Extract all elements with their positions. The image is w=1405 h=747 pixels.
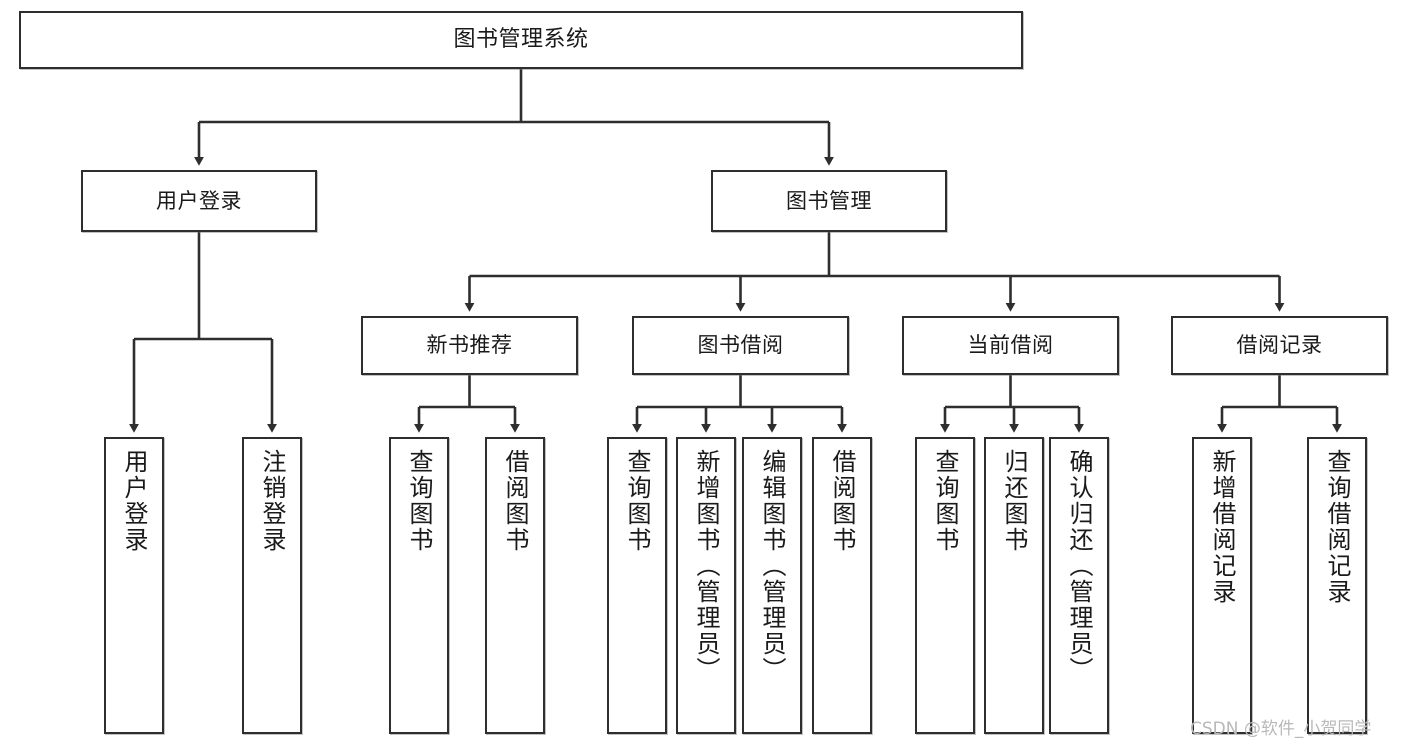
node-leaf-confirm-return-admin[interactable]: 确认归还（管理员） — [1049, 437, 1109, 734]
node-borrow-record-label: 借阅记录 — [1236, 333, 1323, 358]
node-book-borrow-label: 图书借阅 — [697, 333, 784, 358]
node-leaf-borrow-book-label: 借阅图书 — [828, 449, 856, 553]
node-leaf-logout-login[interactable]: 注销登录 — [242, 437, 302, 734]
node-leaf-borrow-book[interactable]: 借阅图书 — [812, 437, 872, 734]
node-user-login[interactable]: 用户登录 — [81, 170, 317, 232]
node-leaf-add-borrow-record[interactable]: 新增借阅记录 — [1192, 437, 1252, 734]
node-new-book-recommend-label: 新书推荐 — [426, 333, 513, 358]
node-new-book-recommend[interactable]: 新书推荐 — [361, 316, 578, 375]
node-leaf-edit-book-admin[interactable]: 编辑图书（管理员） — [742, 437, 802, 734]
node-leaf-add-borrow-record-label: 新增借阅记录 — [1208, 449, 1236, 605]
node-leaf-return-book[interactable]: 归还图书 — [984, 437, 1044, 734]
node-book-management-label: 图书管理 — [786, 188, 872, 213]
watermark: CSDN @软件_小贺同学 — [1190, 719, 1372, 739]
node-leaf-user-login-label: 用户登录 — [120, 449, 148, 553]
node-leaf-query-book-recommend-label: 查询图书 — [405, 449, 433, 553]
node-leaf-query-borrow-record-label: 查询借阅记录 — [1323, 449, 1351, 605]
node-book-borrow[interactable]: 图书借阅 — [632, 316, 849, 375]
node-current-borrow[interactable]: 当前借阅 — [902, 316, 1119, 375]
node-leaf-query-borrow-record[interactable]: 查询借阅记录 — [1307, 437, 1367, 734]
node-current-borrow-label: 当前借阅 — [967, 333, 1054, 358]
node-leaf-query-book-current[interactable]: 查询图书 — [915, 437, 975, 734]
node-leaf-query-book-current-label: 查询图书 — [931, 449, 959, 553]
node-leaf-add-book-admin[interactable]: 新增图书（管理员） — [676, 437, 736, 734]
node-leaf-borrow-book-recommend[interactable]: 借阅图书 — [485, 437, 545, 734]
node-leaf-edit-book-admin-label: 编辑图书（管理员） — [758, 449, 786, 683]
node-user-login-label: 用户登录 — [156, 188, 242, 213]
node-borrow-record[interactable]: 借阅记录 — [1171, 316, 1388, 375]
node-root-label: 图书管理系统 — [453, 27, 589, 53]
node-leaf-query-book-borrow[interactable]: 查询图书 — [607, 437, 667, 734]
node-leaf-query-book-recommend[interactable]: 查询图书 — [389, 437, 449, 734]
node-leaf-query-book-borrow-label: 查询图书 — [623, 449, 651, 553]
node-leaf-add-book-admin-label: 新增图书（管理员） — [692, 449, 720, 683]
node-book-management[interactable]: 图书管理 — [711, 170, 947, 232]
node-leaf-confirm-return-admin-label: 确认归还（管理员） — [1065, 449, 1093, 683]
node-leaf-borrow-book-recommend-label: 借阅图书 — [501, 449, 529, 553]
node-leaf-return-book-label: 归还图书 — [1000, 449, 1028, 553]
node-leaf-logout-login-label: 注销登录 — [258, 449, 286, 553]
node-leaf-user-login[interactable]: 用户登录 — [104, 437, 164, 734]
node-root[interactable]: 图书管理系统 — [19, 11, 1023, 69]
